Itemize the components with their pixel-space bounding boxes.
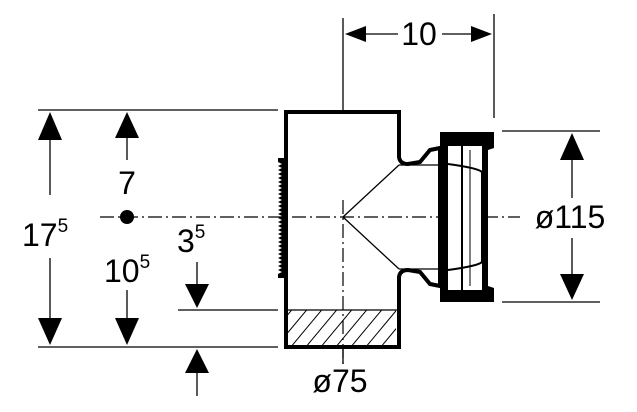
dim-small-height-main: 3: [177, 223, 195, 259]
dim-top-width: 10: [401, 16, 437, 52]
dim-small-height-sup: 5: [195, 222, 206, 243]
dim-offset-bottom-main: 10: [104, 253, 140, 289]
hatch-area: [286, 310, 396, 346]
dimension-arrows: [38, 26, 584, 396]
dim-total-height: 175: [22, 216, 68, 253]
dim-offset-bottom-sup: 5: [140, 252, 151, 273]
reference-point: [120, 210, 134, 224]
dim-diameter-right: ø115: [535, 199, 606, 235]
serrated-edge: [278, 158, 286, 278]
dim-small-height: 35: [177, 222, 205, 259]
dim-offset-top: 7: [118, 165, 136, 201]
dim-diameter-bottom: ø75: [312, 363, 367, 399]
dim-offset-bottom: 105: [104, 252, 150, 289]
fitting-body: [278, 110, 442, 349]
extension-lines: [38, 14, 600, 364]
dim-total-height-main: 17: [22, 217, 58, 253]
socket-seal: [440, 132, 494, 302]
dim-total-height-sup: 5: [58, 216, 69, 237]
